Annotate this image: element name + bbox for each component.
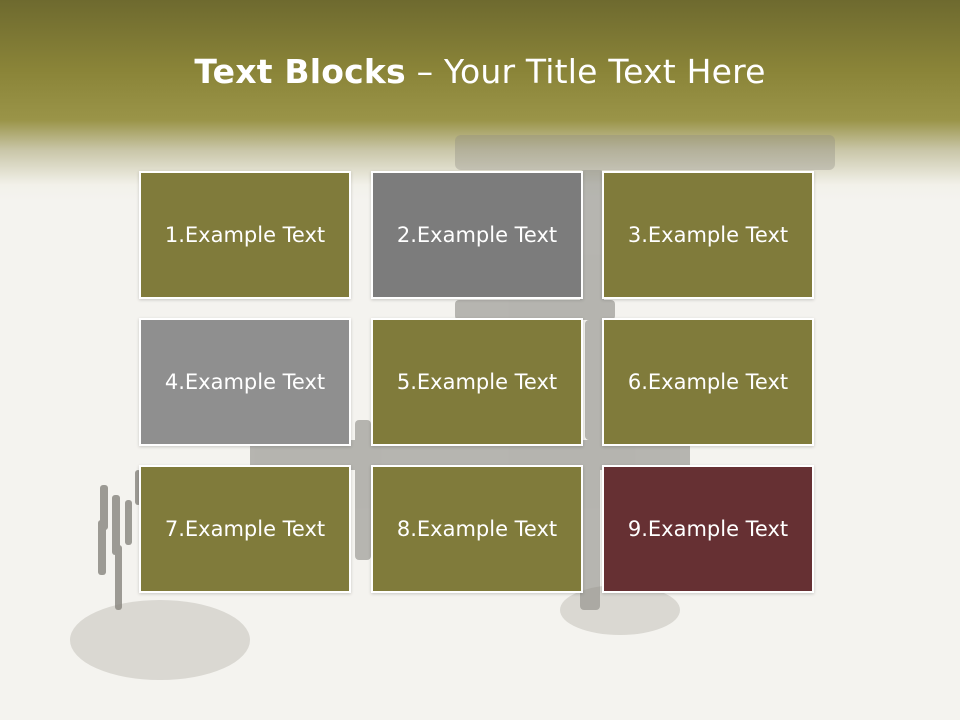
text-block-4[interactable]: 4.Example Text <box>139 318 351 446</box>
text-block-3[interactable]: 3.Example Text <box>602 171 814 299</box>
text-block-2[interactable]: 2.Example Text <box>371 171 583 299</box>
text-block-6[interactable]: 6.Example Text <box>602 318 814 446</box>
title-rest-part: Your Title Text Here <box>443 52 766 91</box>
title-separator: – <box>405 52 444 91</box>
text-block-1[interactable]: 1.Example Text <box>139 171 351 299</box>
header-band <box>0 0 960 200</box>
slide-title: Text Blocks – Your Title Text Here <box>0 52 960 91</box>
text-block-9[interactable]: 9.Example Text <box>602 465 814 593</box>
text-block-8[interactable]: 8.Example Text <box>371 465 583 593</box>
text-block-5[interactable]: 5.Example Text <box>371 318 583 446</box>
text-block-7[interactable]: 7.Example Text <box>139 465 351 593</box>
title-bold-part: Text Blocks <box>194 52 406 91</box>
